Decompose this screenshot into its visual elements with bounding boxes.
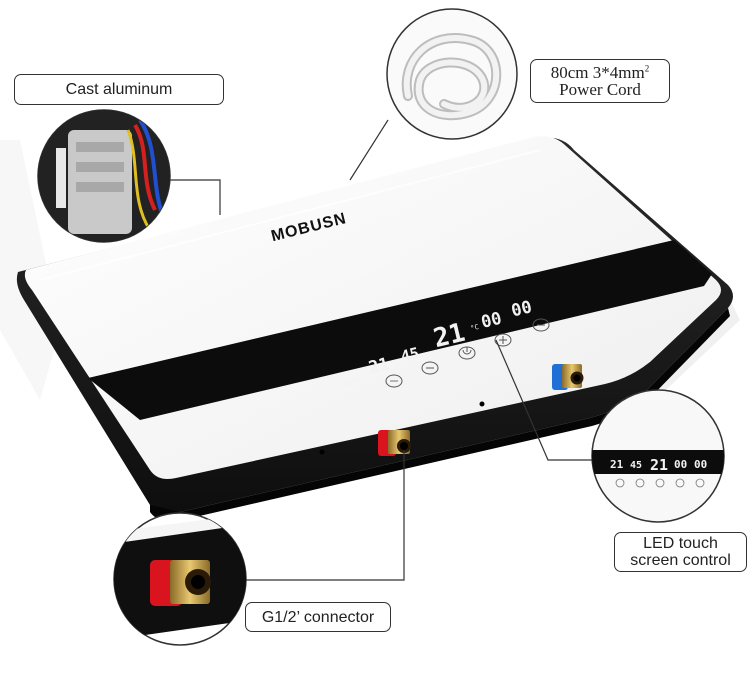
zoom-time-a: 00	[674, 458, 687, 471]
cast-aluminum-zoom	[37, 109, 171, 243]
temp-b-readout: 45	[399, 344, 421, 366]
label-cast-aluminum: Cast aluminum	[14, 74, 224, 105]
label-line-2: screen control	[630, 552, 731, 569]
time-a-readout: 00	[479, 309, 504, 333]
connector-zoom	[113, 512, 247, 646]
zoom-time-b: 00	[694, 458, 707, 471]
label-text: G1/2’ connector	[261, 608, 375, 626]
label-led-touch: LED touch screen control	[614, 532, 747, 572]
led-control-zoom: 21 45 21 00 00	[591, 389, 725, 523]
label-text: Cast aluminum	[65, 81, 173, 98]
black-glass-strip	[88, 240, 712, 420]
mount-hole	[479, 401, 485, 407]
zoom-temp-a: 21	[610, 458, 624, 471]
label-line-2: Power Cord	[559, 80, 641, 99]
label-power-cord: 80cm 3*4mm2 Power Cord	[530, 59, 670, 103]
hot-water-connector	[378, 430, 411, 456]
temp-a-readout: 21	[367, 354, 392, 378]
touch-buttons	[385, 318, 550, 388]
label-line-1: 80cm 3*4mm2	[550, 63, 650, 82]
minus-icon[interactable]	[532, 318, 550, 332]
label-connector: G1/2’ connector	[245, 602, 391, 632]
plus-icon[interactable]	[494, 333, 512, 347]
mount-hole	[319, 449, 325, 455]
label-line-1: LED touch	[643, 535, 718, 552]
led-display: DELUXE 21 45 21 °C 00 00	[339, 297, 534, 389]
mode-label: DELUXE	[339, 377, 362, 389]
cold-water-connector	[552, 364, 584, 390]
callout-leaders	[170, 119, 592, 581]
power-icon[interactable]	[458, 346, 476, 360]
time-b-readout: 00	[509, 297, 534, 321]
zoom-temp-main: 21	[650, 456, 668, 474]
temp-unit: °C	[470, 323, 480, 333]
zoom-temp-b: 45	[630, 460, 642, 471]
power-cord-zoom	[386, 8, 518, 140]
speaker-icon[interactable]	[385, 374, 403, 388]
glass-panel	[24, 136, 722, 479]
minus-icon[interactable]	[421, 361, 439, 375]
